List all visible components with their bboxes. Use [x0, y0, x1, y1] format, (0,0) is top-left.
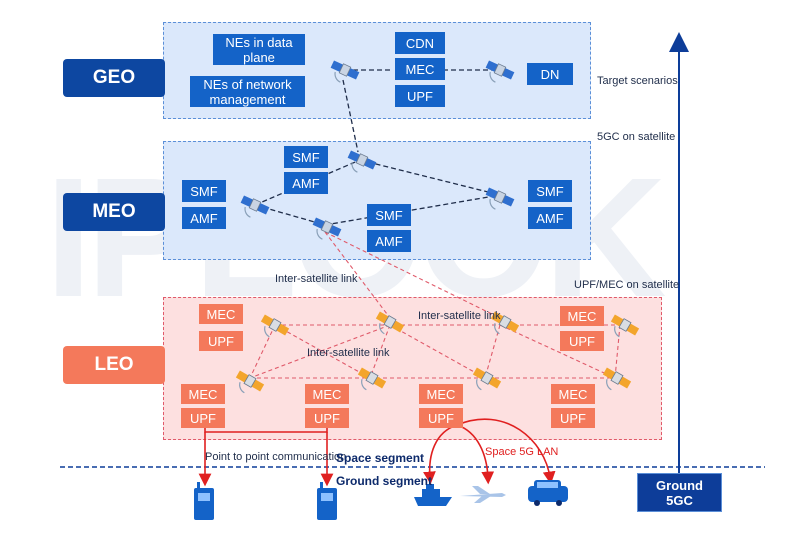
leo-top-right-mec: MEC	[560, 306, 604, 326]
walkie-talkie-icon	[317, 482, 337, 520]
meo-right-smf: SMF	[528, 180, 572, 202]
meo-bottom-amf: AMF	[367, 230, 411, 252]
meo-top-amf: AMF	[284, 172, 328, 194]
geo-layer-label: GEO	[63, 59, 165, 97]
leo-bottom-4-mec: MEC	[551, 384, 595, 404]
leo-bottom-3-mec: MEC	[419, 384, 463, 404]
upf-mec-on-satellite-label: UPF/MEC on satellite	[574, 279, 680, 291]
leo-layer-label: LEO	[63, 346, 165, 384]
walkie-talkie-icon	[194, 482, 214, 520]
ground-5gc-line-2: 5GC	[666, 492, 693, 508]
inter-satellite-link-label-1: Inter-satellite link	[275, 273, 358, 285]
inter-satellite-link-label-2: Inter-satellite link	[418, 310, 501, 322]
space-segment-label: Space segment	[336, 451, 425, 465]
target-scenarios-label: Target scenarios	[597, 75, 678, 87]
inter-satellite-link-label-3: Inter-satellite link	[307, 347, 390, 359]
ground-5gc-line-1: Ground	[656, 477, 703, 493]
meo-left-smf: SMF	[182, 180, 226, 202]
leo-top-left-upf: UPF	[199, 331, 243, 351]
leo-top-right-upf: UPF	[560, 331, 604, 351]
legend-data-plane: NEs in data plane	[213, 34, 305, 65]
geo-nf-mec: MEC	[395, 58, 445, 80]
leo-bottom-4-upf: UPF	[551, 408, 595, 428]
meo-top-smf: SMF	[284, 146, 328, 168]
geo-nf-dn: DN	[527, 63, 573, 85]
car-icon	[528, 480, 568, 506]
leo-bottom-3-upf: UPF	[419, 408, 463, 428]
meo-bottom-smf: SMF	[367, 204, 411, 226]
airplane-icon	[460, 486, 506, 503]
leo-top-left-mec: MEC	[199, 304, 243, 324]
ship-icon	[414, 484, 452, 506]
leo-bottom-1-upf: UPF	[181, 408, 225, 428]
leo-bottom-2-mec: MEC	[305, 384, 349, 404]
point-to-point-label: Point to point communication	[205, 451, 347, 463]
meo-right-amf: AMF	[528, 207, 572, 229]
meo-left-amf: AMF	[182, 207, 226, 229]
ground-5gc-box: Ground 5GC	[637, 473, 722, 512]
ground-segment-label: Ground segment	[336, 474, 433, 488]
leo-bottom-2-upf: UPF	[305, 408, 349, 428]
geo-nf-upf: UPF	[395, 85, 445, 107]
space-5g-lan-label: Space 5G LAN	[485, 446, 559, 458]
geo-nf-cdn: CDN	[395, 32, 445, 54]
gc-on-satellite-label: 5GC on satellite	[597, 131, 676, 143]
leo-bottom-1-mec: MEC	[181, 384, 225, 404]
meo-layer-label: MEO	[63, 193, 165, 231]
legend-network-management: NEs of network management	[190, 76, 305, 107]
